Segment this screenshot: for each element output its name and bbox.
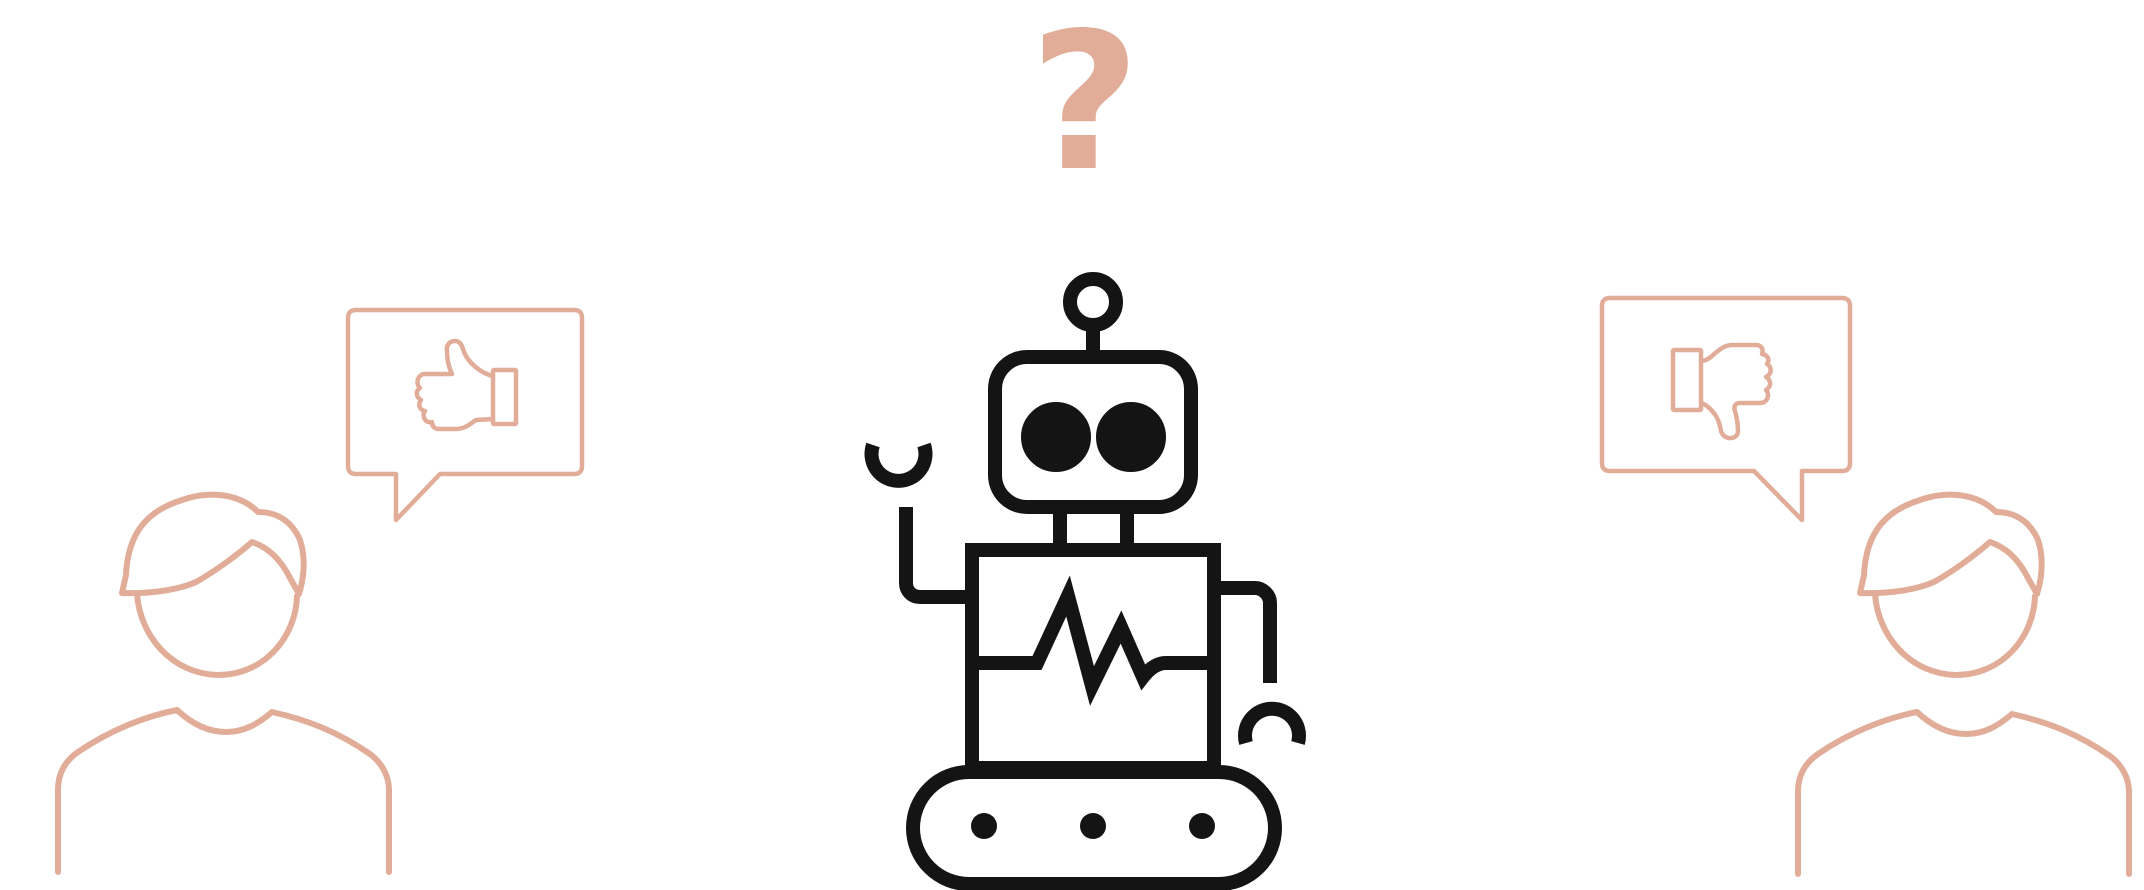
question-mark: ? [1030, 0, 1140, 213]
heartbeat-line [978, 596, 1208, 686]
robot-eyes [1028, 409, 1159, 465]
thumbs-down-icon [1673, 345, 1771, 438]
robot-right-arm [1214, 588, 1270, 683]
right-person-icon [1798, 495, 2129, 874]
thumbs-up-icon [417, 341, 516, 429]
robot-right-claw [1245, 709, 1299, 743]
right-speech-bubble [1602, 298, 1850, 520]
robot-left-claw [872, 445, 926, 481]
antenna-ball [1070, 279, 1116, 325]
left-person-icon [58, 495, 389, 872]
robot-left-arm [906, 507, 972, 597]
robot-icon [872, 279, 1300, 884]
left-speech-bubble [348, 310, 582, 520]
